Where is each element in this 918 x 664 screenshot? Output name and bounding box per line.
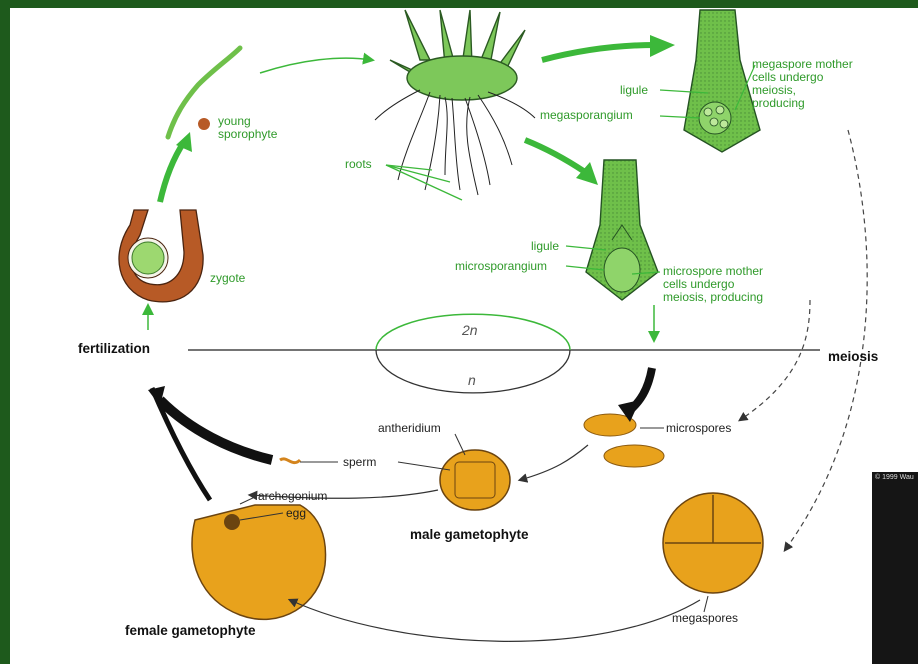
- label-megaspores: megaspores: [672, 612, 738, 625]
- megaspore-drawing: [663, 493, 763, 593]
- label-sperm: sperm: [343, 456, 376, 469]
- roots-pointers: [386, 165, 462, 200]
- label-microspore-mother-cells: microspore mother cells undergo meiosis,…: [663, 265, 763, 304]
- label-megasporangium: megasporangium: [540, 109, 633, 122]
- sporophyte-plant-drawing: [375, 10, 535, 195]
- megasporangium-leaf-drawing: [684, 10, 760, 152]
- microspores-drawing: [584, 414, 664, 467]
- label-young-sporophyte: young sporophyte: [218, 115, 277, 141]
- sperm-drawing: [280, 459, 300, 463]
- label-microsporangium: microsporangium: [455, 260, 547, 273]
- label-roots: roots: [345, 158, 372, 171]
- female-gametophyte-drawing: [192, 505, 326, 619]
- label-ligule-mid: ligule: [531, 240, 559, 253]
- label-megaspore-mother-cells: megaspore mother cells undergo meiosis, …: [752, 58, 853, 110]
- label-haploid: n: [468, 372, 476, 388]
- label-egg: egg: [286, 507, 306, 520]
- label-zygote: zygote: [210, 272, 245, 285]
- zygote-archegonium-drawing: [119, 210, 203, 302]
- label-microspores: microspores: [666, 422, 731, 435]
- microsporangium-leaf-drawing: [586, 160, 658, 300]
- label-fertilization: fertilization: [78, 342, 150, 355]
- label-male-gametophyte: male gametophyte: [410, 528, 529, 541]
- label-diploid: 2n: [462, 322, 478, 338]
- label-female-gametophyte: female gametophyte: [125, 624, 256, 637]
- male-gametophyte-drawing: [440, 450, 510, 510]
- label-antheridium: antheridium: [378, 422, 441, 435]
- label-meiosis: meiosis: [828, 350, 878, 363]
- label-archegonium: archegonium: [258, 490, 327, 503]
- label-ligule-top: ligule: [620, 84, 648, 97]
